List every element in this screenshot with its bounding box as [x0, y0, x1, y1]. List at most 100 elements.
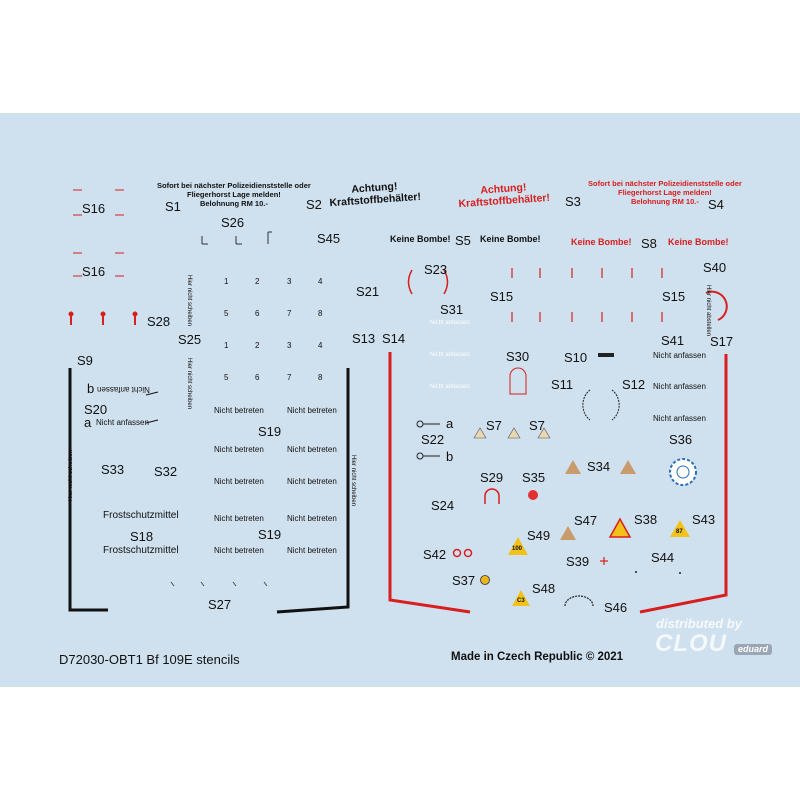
label-s2: S2 — [306, 197, 322, 212]
police-notice-line: Belohnung RM 10.- — [630, 197, 699, 206]
label-s46: S46 — [604, 600, 628, 615]
grid-number: 1 — [224, 341, 229, 350]
police-notice-red: Sofort bei nächster Polizeidienststelle … — [588, 179, 742, 206]
nicht-betreten: Nicht betreten — [214, 477, 264, 486]
grid-number: 3 — [287, 341, 292, 350]
s42-ring-b — [463, 548, 473, 558]
nicht-betreten: Nicht betreten — [214, 546, 264, 555]
s38-triangle — [608, 517, 632, 538]
s12-arc — [611, 389, 620, 421]
s47-triangle — [560, 526, 576, 540]
marker-b-left: b — [87, 381, 95, 396]
maker-logo: eduard — [734, 644, 773, 655]
label-s41: S41 — [661, 333, 685, 348]
label-s7-a: S7 — [486, 418, 502, 433]
grid-number: 3 — [287, 277, 292, 286]
grid-number: 1 — [224, 277, 229, 286]
left-bracket-right — [276, 368, 350, 614]
label-s45: S45 — [317, 231, 341, 246]
label-s3: S3 — [565, 194, 581, 209]
nicht-betreten: Nicht betreten — [214, 445, 264, 454]
grid-number: 7 — [287, 309, 292, 318]
watermark-text: distributed by — [656, 616, 742, 631]
label-s26: S26 — [221, 215, 245, 230]
nicht-anfassen: Nicht anfassen — [653, 382, 706, 391]
s46-arc — [564, 595, 594, 607]
keine-bombe-red-2: Keine Bombe! — [668, 237, 729, 247]
nicht-anfassen-white: Nicht anfassen — [430, 352, 470, 358]
product-code: D72030-OBT1 Bf 109E stencils — [59, 652, 240, 667]
watermark-brand: CLOU — [655, 630, 727, 657]
label-s37: S37 — [452, 573, 476, 588]
nicht-betreten: Nicht betreten — [214, 406, 264, 415]
label-s33: S33 — [101, 462, 125, 477]
label-s25: S25 — [178, 332, 202, 347]
label-s19-b: S19 — [258, 527, 282, 542]
nicht-anfassen-inverted: Nicht anfassen — [97, 385, 150, 394]
grid-number: 4 — [318, 277, 323, 286]
decal-sheet — [0, 113, 800, 687]
label-s7-b: S7 — [529, 418, 545, 433]
keine-bombe-black-2: Keine Bombe! — [480, 234, 541, 244]
label-s20: S20 — [84, 402, 108, 417]
s22-keys — [416, 420, 440, 460]
label-s47: S47 — [574, 513, 598, 528]
police-notice-black: Sofort bei nächster Polizeidienststelle … — [157, 181, 311, 208]
s44-dots — [635, 571, 681, 574]
label-s15-a: S15 — [490, 289, 514, 304]
sign-100-text: 100 — [512, 546, 523, 552]
nicht-anfassen: Nicht anfassen — [96, 418, 149, 427]
label-s36: S36 — [669, 432, 693, 447]
right-bracket-left — [388, 352, 471, 614]
s29-arch — [484, 488, 500, 504]
label-s31: S31 — [440, 302, 464, 317]
grid-number: 8 — [318, 373, 323, 382]
s36-roundel — [669, 458, 697, 486]
grid-number: 2 — [255, 341, 260, 350]
label-s12: S12 — [622, 377, 646, 392]
s43-triangle — [670, 520, 690, 537]
druck-vertical: Hier nicht abstellen — [705, 285, 711, 337]
s11-arc — [582, 389, 591, 421]
label-s9: S9 — [77, 353, 93, 368]
label-s17: S17 — [710, 334, 734, 349]
label-s34: S34 — [587, 459, 611, 474]
label-s16-b: S16 — [82, 264, 106, 279]
s15-ticks — [511, 268, 663, 322]
label-s14: S14 — [382, 331, 406, 346]
police-notice-line: Sofort bei nächster Polizeidienststelle … — [588, 179, 742, 188]
s23-mark — [407, 269, 449, 295]
label-s39: S39 — [566, 554, 590, 569]
sign-87-text: 87 — [676, 529, 683, 535]
nicht-betreten: Nicht betreten — [287, 546, 337, 555]
s26-marks — [201, 231, 272, 245]
label-s29: S29 — [480, 470, 504, 485]
label-s42: S42 — [423, 547, 447, 562]
label-s27: S27 — [208, 597, 232, 612]
grid-number: 6 — [255, 373, 260, 382]
label-s16-a: S16 — [82, 201, 106, 216]
s49-triangle — [508, 537, 528, 555]
frostschutzmittel-1: Frostschutzmittel — [103, 510, 179, 521]
s30-arch — [509, 367, 527, 395]
s40-arc — [705, 290, 728, 321]
label-s15-b: S15 — [662, 289, 686, 304]
sign-c3-text: C3 — [517, 598, 525, 604]
made-in-label: Made in Czech Republic © 2021 — [451, 651, 624, 663]
s27-marks — [170, 581, 268, 587]
s28-markers — [68, 311, 138, 325]
grid-number: 4 — [318, 341, 323, 350]
nicht-betreten: Nicht betreten — [287, 406, 337, 415]
hier-nicht-vertical-3: Hier nicht scheiben — [68, 450, 74, 502]
label-s8: S8 — [641, 236, 657, 251]
label-s28: S28 — [147, 314, 171, 329]
hier-nicht-vertical-1: Hier nicht scheiben — [186, 275, 192, 327]
label-s23: S23 — [424, 262, 448, 277]
nicht-betreten: Nicht betreten — [287, 514, 337, 523]
label-s5: S5 — [455, 233, 471, 248]
label-s30: S30 — [506, 349, 530, 364]
nicht-betreten: Nicht betreten — [287, 445, 337, 454]
grid-number: 2 — [255, 277, 260, 286]
label-s43: S43 — [692, 512, 716, 527]
keine-bombe-red-1: Keine Bombe! — [571, 237, 632, 247]
